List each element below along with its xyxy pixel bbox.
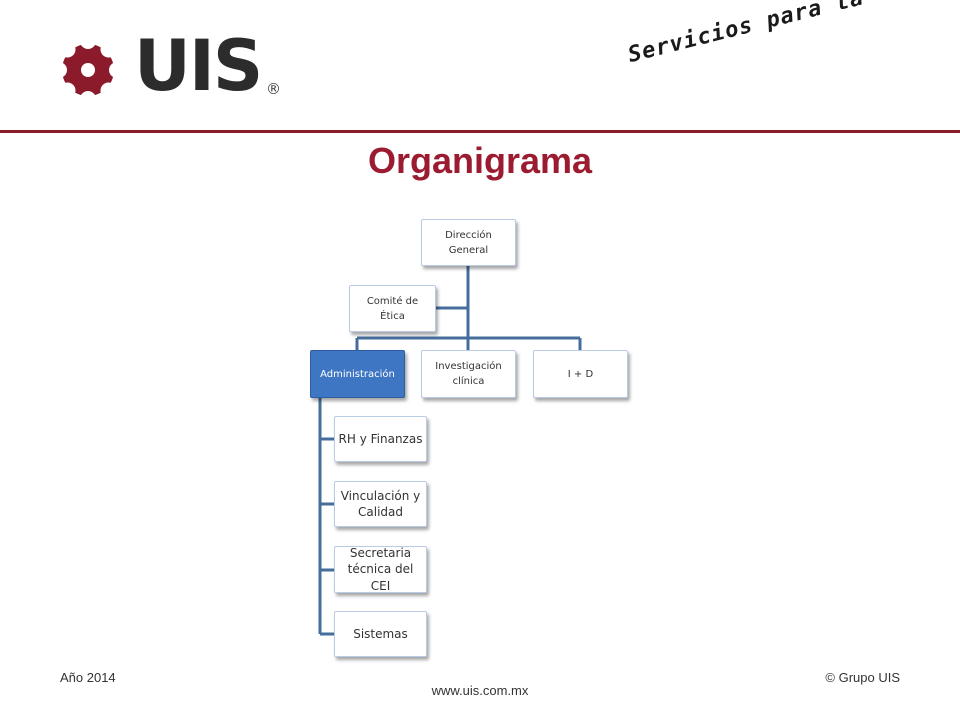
footer-year: Año 2014 bbox=[60, 670, 116, 685]
logo-registered-mark: ® bbox=[266, 80, 281, 98]
uis-logo-icon bbox=[51, 33, 125, 107]
node-investigacion-clinica: Investigación clínica bbox=[421, 350, 516, 398]
logo-wordmark: UIS bbox=[134, 25, 263, 107]
node-direccion-general: Dirección General bbox=[421, 219, 516, 266]
node-vinculacion-y-calidad: Vinculación y Calidad bbox=[334, 481, 427, 527]
header-divider bbox=[0, 130, 960, 133]
node-rh-y-finanzas: RH y Finanzas bbox=[334, 416, 427, 462]
node-comite-de-etica: Comité de Ética bbox=[349, 285, 436, 332]
node-secretaria-tecnica-del-cei: Secretaria técnica del CEI bbox=[334, 546, 427, 593]
page-title: Organigrama bbox=[367, 140, 593, 181]
node-i-mas-d: I + D bbox=[533, 350, 628, 398]
footer-copyright: © Grupo UIS bbox=[825, 670, 900, 685]
node-sistemas: Sistemas bbox=[334, 611, 427, 657]
footer-url[interactable]: www.uis.com.mx bbox=[431, 683, 529, 698]
node-administracion: Administración bbox=[310, 350, 405, 398]
